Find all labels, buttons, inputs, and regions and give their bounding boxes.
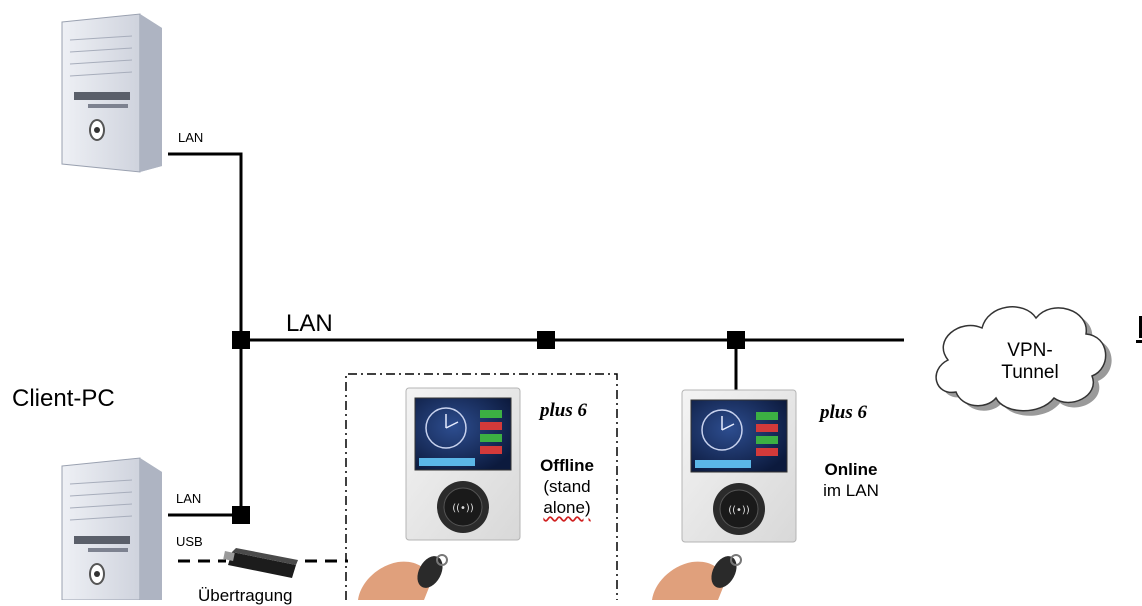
offline-status-block: Offline (stand alone)	[524, 455, 610, 518]
usb-label: USB	[176, 534, 203, 549]
usb-stick-icon	[223, 548, 298, 578]
lan-label-top-pc: LAN	[178, 130, 204, 145]
online-status-label: Online	[824, 460, 878, 479]
client-pc-bottom-icon	[61, 457, 162, 600]
vpn-tunnel-label: VPN- Tunnel	[990, 340, 1070, 384]
junction-node	[727, 331, 745, 349]
svg-text:((•)): ((•))	[452, 503, 474, 514]
online-detail-label: im LAN	[823, 481, 879, 500]
hand-keyfob-online-icon	[652, 554, 742, 600]
offline-model-label: plus 6	[540, 400, 587, 421]
uebertragung-label: Übertragung	[198, 586, 293, 605]
junction-node	[537, 331, 555, 349]
lan-cables	[168, 152, 904, 517]
online-terminal-icon: ((•))	[681, 389, 797, 543]
offline-detail-line2: alone)	[543, 498, 591, 517]
vpn-label-line2: Tunnel	[1001, 362, 1059, 383]
hand-keyfob-offline-icon	[358, 554, 448, 600]
online-model-label: plus 6	[820, 402, 867, 423]
offline-detail-line1: (stand	[543, 477, 591, 496]
lan-label-bottom-pc: LAN	[176, 491, 202, 506]
offline-terminal-icon: ((•))	[405, 387, 521, 541]
offline-status-label: Offline	[540, 456, 594, 475]
vpn-cloud-icon	[935, 306, 1112, 416]
junction-node	[232, 331, 250, 349]
junction-node	[232, 506, 250, 524]
offscreen-edge-mark	[1139, 316, 1142, 338]
lan-bus-label: LAN	[286, 310, 333, 337]
client-pc-top-icon	[61, 13, 162, 173]
client-pc-label: Client-PC	[12, 385, 115, 412]
svg-text:((•)): ((•))	[728, 505, 750, 516]
offline-area-border	[345, 373, 618, 600]
offscreen-edge-mark	[1136, 340, 1142, 343]
online-status-block: Online im LAN	[806, 459, 896, 501]
vpn-label-line1: VPN-	[1007, 340, 1053, 361]
